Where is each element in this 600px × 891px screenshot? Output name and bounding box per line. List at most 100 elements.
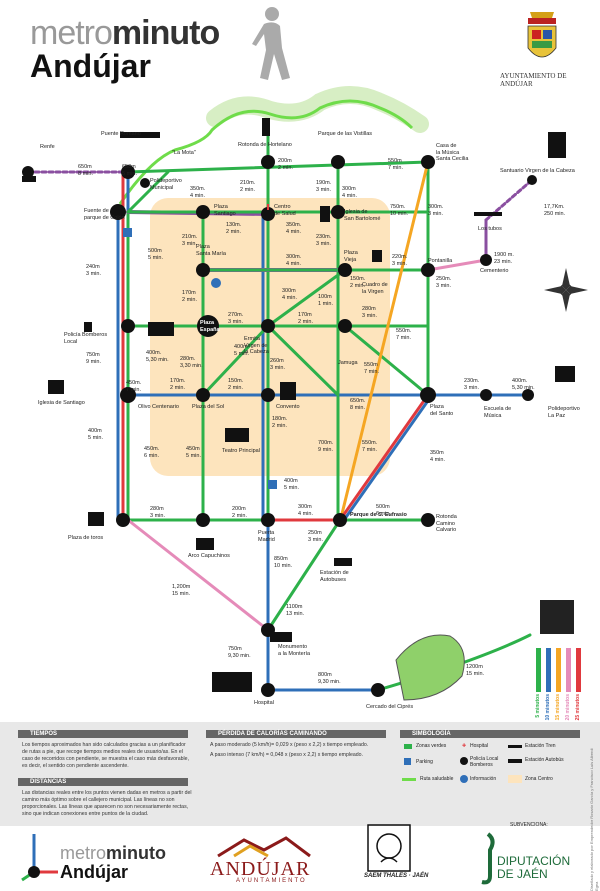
station-los-tubos: Los tubos (478, 226, 502, 232)
calorias-line-1: A paso moderado (5 km/h)= 0,029 x (peso … (210, 742, 369, 748)
zona-centro-legend-icon (508, 775, 522, 783)
time-legend-bars (536, 648, 581, 692)
council-caption: AYUNTAMIENTO DE ANDÚJAR (500, 72, 567, 88)
station-iglesia-bartolome: Iglesia de San Bartolomé (344, 209, 381, 222)
time-label: 240m 3 min. (86, 264, 101, 277)
time-legend-20: 20 minutos (565, 694, 571, 721)
time-label: 300m 4 min. (342, 186, 357, 199)
station-parque-eufrasio: Parque de S. Eufrasio (350, 512, 407, 518)
time-label: 1,200m 15 min. (172, 584, 191, 597)
station-plaza-sol: Plaza del Sol (192, 404, 225, 410)
time-label: 1200m 15 min. (466, 664, 485, 677)
time-label: 170m. 2 min. (170, 378, 186, 391)
time-label: 500m 6 min. (376, 504, 391, 517)
time-label: 170m 2 min. (298, 312, 313, 325)
diputacion-logo-icon (481, 832, 495, 885)
station-centro-salud: Centro de Salud (274, 204, 296, 217)
station-renfe: Renfe (40, 144, 55, 150)
time-label: 350m. 4 min. (286, 222, 302, 235)
stations (22, 155, 537, 697)
distancias-bar (18, 778, 188, 786)
station-cercado: Cercado del Ciprés (366, 704, 414, 710)
station-teatro: Teatro Principal (222, 448, 260, 454)
legend-zonas-verdes: Zonas verdes (416, 743, 447, 749)
calorias-line-2: A paso intenso (7 km/h) = 0,048 x (peso … (210, 752, 363, 758)
station-fuente-colon: Fuente de parque de Colón (84, 208, 125, 221)
council-seal-icon (527, 12, 557, 58)
time-label: 150m. 2 min. (228, 378, 244, 391)
station-iglesia-santiago: Iglesia de Santiago (38, 400, 85, 406)
time-label: 850m 10 min. (274, 556, 293, 569)
time-label: 450m. 7 min. (126, 380, 142, 393)
station-pontanilla: Pontanilla (428, 258, 453, 264)
simbologia-bar (400, 730, 580, 738)
station-hospital: Hospital (254, 700, 274, 706)
station-plaza-santiago: Plaza Santiago (214, 204, 236, 217)
legend-ruta-saludable: Ruta saludable (420, 776, 454, 782)
council-logo-text: ANDÚJAR (210, 858, 311, 880)
cercado-park-area (395, 634, 465, 701)
legend-policia-bomberos: Policía Local Bomberos (470, 756, 499, 768)
station-arco: Arco Capuchinos (188, 553, 230, 559)
station-cementerio: Cementerio (480, 268, 509, 274)
time-label: 650m. 8 min. (350, 398, 366, 411)
simbologia-title: SIMBOLOGÍA (412, 731, 451, 737)
station-olivo: Olivo Centenario (138, 404, 179, 410)
station-poli-la-paz: Polideportivo La Paz (548, 406, 580, 419)
station-plaza-espana: Plaza España (200, 320, 220, 333)
station-santuario: Santuario Virgen de la Cabeza (500, 168, 575, 174)
time-label: 250m. 3 min. (436, 276, 452, 289)
time-label: 300m 4 min. (282, 288, 297, 301)
tiempos-title: TIEMPOS (30, 731, 58, 737)
station-rotonda-hortelano: Rotonda de Hortelano (238, 142, 292, 148)
time-legend-10: 10 minutos (545, 694, 551, 721)
time-label: 450m. 6 min. (144, 446, 160, 459)
time-label: 270m. 3 min. (228, 312, 244, 325)
information-legend-icon (460, 775, 468, 783)
qr-code-icon (540, 600, 574, 634)
time-label: 230m. 3 min. (316, 234, 332, 247)
subvenciona-text: SUBVENCIONA: (510, 822, 548, 828)
station-vistillas: Parque de las Vistillas (318, 131, 373, 137)
time-label: 400m 5 min. (234, 344, 249, 357)
time-label: 17,7Km. 250 min. (544, 204, 566, 217)
time-label: 350m 4 min. (430, 450, 445, 463)
time-label: 220m. 3 min. (392, 254, 408, 267)
legend-zona-centro: Zona Centro (525, 776, 553, 782)
time-label: 200m 2 min. (232, 506, 247, 519)
time-label: 1100m 13 min. (286, 604, 305, 617)
distancias-text: Las distancias reales entre los puntos v… (22, 790, 192, 817)
legend-estacion-autobus: Estación Autobús (525, 757, 564, 763)
station-polideportivo: Polideportivo Municipal (150, 178, 182, 191)
distancias-title: DISTANCIAS (30, 779, 67, 785)
time-label: 400m. 5,30 min. (146, 350, 169, 363)
time-label: 230m. 3 min. (464, 378, 480, 391)
time-label: 800m 9,30 min. (318, 672, 341, 685)
time-label: 450m 5 min. (186, 446, 201, 459)
time-label: 750m 9 min. (86, 352, 101, 365)
station-ermita: Ermita Virgen de la Cabeza (244, 336, 269, 355)
station-rotonda-calvario: Rotonda Camino Calvario (436, 514, 457, 533)
plaza-espana-hub (197, 315, 219, 337)
credit-text: Diseñado y elaborado por Emprendedor Ros… (589, 748, 599, 891)
time-label: 300m. 3 min. (428, 204, 444, 217)
time-label: 400m. 5,30 min. (512, 378, 535, 391)
legend-estacion-tren: Estación Tren (525, 743, 556, 749)
footer-metro-logo-icon (21, 834, 58, 882)
time-label: 280m 3 min. (150, 506, 165, 519)
time-label: 250m 3 min. (308, 530, 323, 543)
time-label: 300m 4 min. (298, 504, 313, 517)
station-plaza-santa-maria: Plaza Santa María (196, 244, 226, 257)
time-label: 400m 5 min. (284, 478, 299, 491)
time-label: 400m 5 min. (88, 428, 103, 441)
time-label: 150m. 2 min. (350, 276, 366, 289)
station-la-mota: "La Mota" (172, 150, 196, 156)
time-label: 200m 2 min. (278, 158, 293, 171)
station-monumento: Monumento a la Montería (278, 644, 311, 657)
hospital-icon: ✚ (462, 743, 467, 749)
time-label: 550m. 7 min. (362, 440, 378, 453)
parking-icon-2 (268, 480, 277, 489)
ruta-saludable-icon (402, 778, 416, 781)
council-logo-sub: AYUNTAMIENTO (236, 878, 307, 884)
station-casa-musica: Casa de la Música Santa Cecilia (436, 143, 469, 162)
